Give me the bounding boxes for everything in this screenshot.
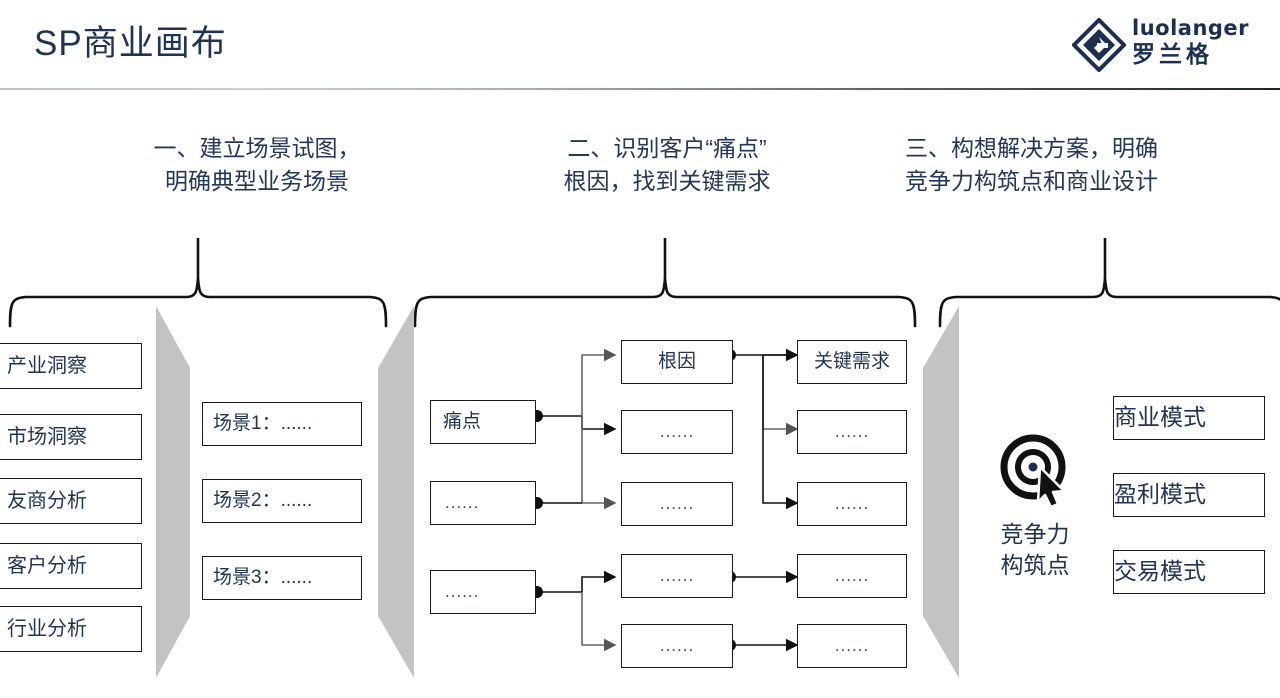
- model-label-0: 商业模式: [1114, 404, 1206, 431]
- target-cursor-icon: [1000, 434, 1066, 509]
- root-cause-box-3[interactable]: ......: [621, 554, 733, 598]
- pain-point-label-0: 痛点: [443, 410, 482, 432]
- brand-logo: luolanger 罗兰格: [1066, 14, 1266, 76]
- insight-label-2: 友商分析: [7, 490, 87, 512]
- divider-chevron-three: [923, 306, 959, 678]
- key-need-box-2[interactable]: ......: [797, 482, 907, 526]
- slide-header: SP商业画布 luolanger 罗兰格: [0, 0, 1280, 90]
- root-cause-label-1: ......: [659, 421, 695, 441]
- diamond-logo-icon: [1072, 18, 1126, 72]
- pain-point-label-1: ......: [445, 492, 480, 512]
- root-cause-box-4[interactable]: ......: [621, 624, 733, 668]
- insight-label-0: 产业洞察: [7, 355, 87, 377]
- competitiveness-label: 竞争力 构筑点: [1000, 521, 1070, 578]
- section-title-three: 三、构想解决方案，明确 竞争力构筑点和商业设计: [905, 135, 1158, 194]
- root-cause-label-4: ......: [659, 635, 695, 655]
- root-cause-box-2[interactable]: ......: [621, 482, 733, 526]
- model-box-2[interactable]: 交易模式: [1113, 550, 1265, 594]
- key-need-label-2: ......: [834, 493, 870, 513]
- section-brace-one: [8, 238, 388, 328]
- section-title-one: 一、建立场景试图， 明确典型业务场景: [153, 135, 361, 194]
- key-need-label-4: ......: [834, 635, 870, 655]
- key-need-box-1[interactable]: ......: [797, 410, 907, 454]
- competitiveness-block: 竞争力 构筑点: [965, 432, 1105, 581]
- insight-label-1: 市场洞察: [7, 426, 87, 448]
- section-title-two: 二、识别客户“痛点” 根因，找到关键需求: [563, 135, 771, 194]
- scene-box-1[interactable]: 场景2：......: [202, 479, 362, 523]
- model-box-1[interactable]: 盈利模式: [1113, 473, 1265, 517]
- root-cause-box-0[interactable]: 根因: [621, 340, 733, 384]
- divider-chevron-two: [378, 306, 414, 678]
- model-label-2: 交易模式: [1114, 558, 1206, 585]
- header-divider: [0, 88, 1280, 90]
- section-brace-three: [938, 238, 1280, 328]
- pain-point-box-1[interactable]: ......: [430, 481, 536, 525]
- scene-label-0: 场景1：......: [213, 412, 313, 434]
- insight-box-0[interactable]: 产业洞察: [0, 343, 142, 389]
- logo-chinese: 罗兰格: [1132, 41, 1213, 67]
- insight-box-1[interactable]: 市场洞察: [0, 414, 142, 460]
- key-need-label-0: 关键需求: [813, 350, 890, 372]
- pain-point-box-0[interactable]: 痛点: [430, 400, 536, 444]
- divider-chevron-one: [156, 306, 190, 678]
- scene-box-2[interactable]: 场景3：......: [202, 556, 362, 600]
- model-box-0[interactable]: 商业模式: [1113, 396, 1265, 440]
- insight-box-4[interactable]: 行业分析: [0, 606, 142, 652]
- key-need-box-3[interactable]: ......: [797, 554, 907, 598]
- key-need-box-0[interactable]: 关键需求: [797, 340, 907, 384]
- insight-box-2[interactable]: 友商分析: [0, 478, 142, 524]
- insight-box-3[interactable]: 客户分析: [0, 543, 142, 589]
- pain-point-label-2: ......: [445, 581, 480, 601]
- scene-box-0[interactable]: 场景1：......: [202, 402, 362, 446]
- scene-label-1: 场景2：......: [213, 489, 313, 511]
- root-cause-label-2: ......: [659, 493, 695, 513]
- page-title: SP商业画布: [34, 24, 227, 63]
- root-cause-label-0: 根因: [657, 350, 696, 372]
- scene-label-2: 场景3：......: [213, 566, 313, 588]
- root-cause-label-3: ......: [659, 565, 695, 585]
- key-need-box-4[interactable]: ......: [797, 624, 907, 668]
- pain-point-box-2[interactable]: ......: [430, 570, 536, 614]
- root-cause-box-1[interactable]: ......: [621, 410, 733, 454]
- logo-text-block: luolanger 罗兰格: [1132, 16, 1266, 68]
- logo-english: luolanger: [1132, 16, 1250, 40]
- insight-label-3: 客户分析: [7, 555, 87, 577]
- section-brace-two: [413, 238, 917, 328]
- insight-label-4: 行业分析: [7, 618, 87, 640]
- key-need-label-3: ......: [834, 565, 870, 585]
- model-label-1: 盈利模式: [1114, 481, 1206, 508]
- key-need-label-1: ......: [834, 421, 870, 441]
